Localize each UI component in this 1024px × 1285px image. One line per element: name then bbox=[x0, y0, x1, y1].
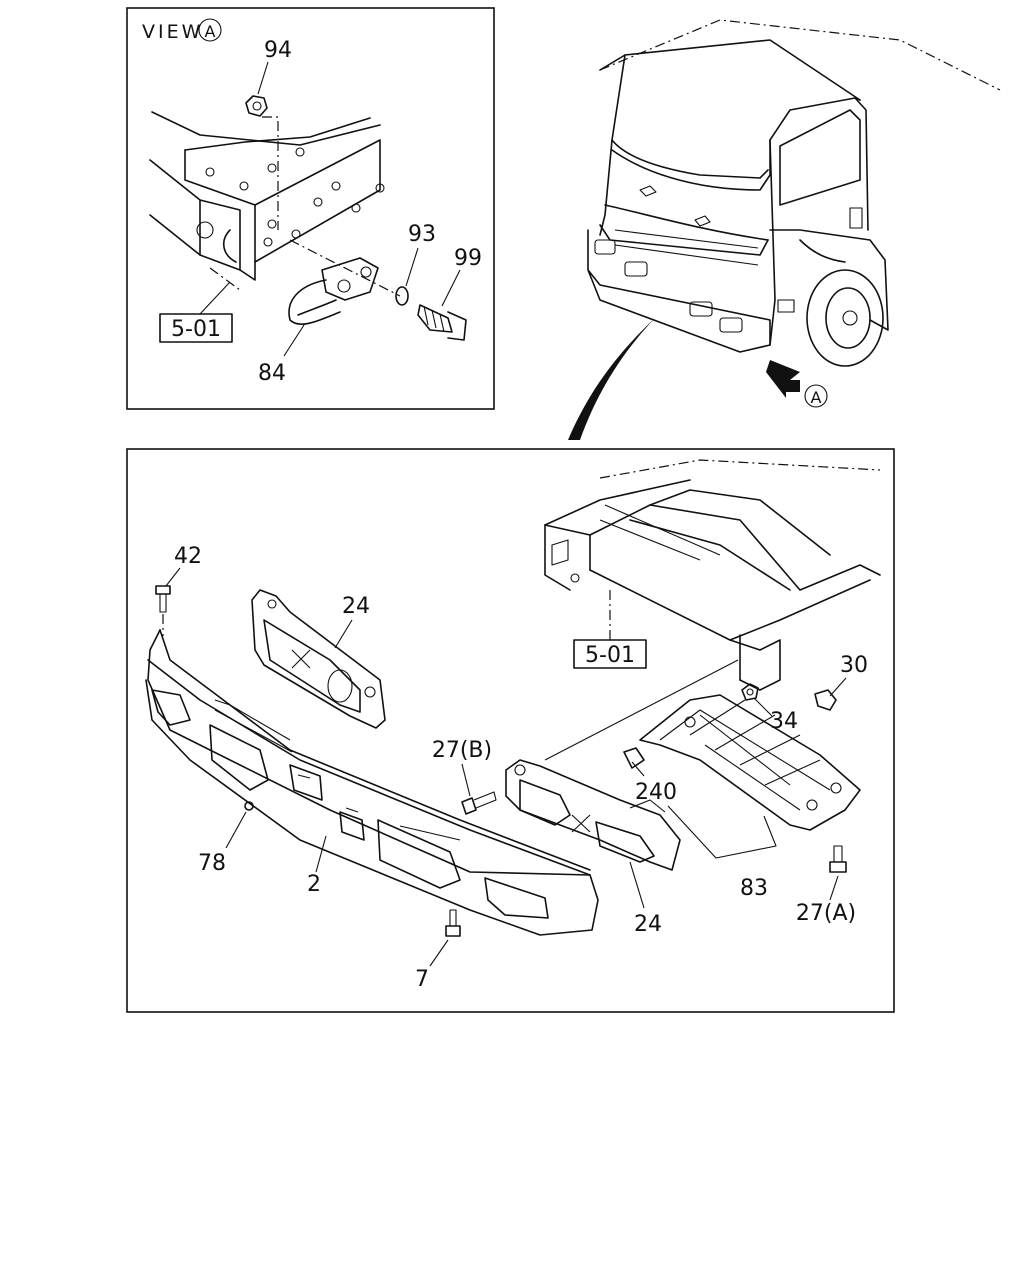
callout-24-upper: 24 bbox=[342, 594, 370, 619]
callout-240: 240 bbox=[635, 780, 677, 805]
view-arrow-icon bbox=[766, 360, 800, 398]
callout-27b: 27(B) bbox=[432, 738, 492, 763]
leader-24-lower bbox=[629, 861, 645, 909]
callout-30: 30 bbox=[840, 653, 868, 678]
bracket-to-frame-line bbox=[544, 659, 739, 761]
leader-83 bbox=[667, 805, 777, 859]
callout-78: 78 bbox=[198, 851, 226, 876]
leader-240 bbox=[631, 761, 645, 777]
view-marker-letter: A bbox=[205, 22, 216, 41]
leader-27a bbox=[829, 875, 839, 901]
arrow-marker-letter: A bbox=[811, 388, 822, 407]
leader-94 bbox=[257, 61, 269, 95]
callout-84: 84 bbox=[258, 361, 286, 386]
callout-83: 83 bbox=[740, 876, 768, 901]
tow-hook-drawing bbox=[288, 239, 401, 325]
callout-99: 99 bbox=[454, 246, 482, 271]
callout-2: 2 bbox=[307, 872, 321, 897]
under-cover-83 bbox=[623, 694, 861, 831]
nut-94-drawing bbox=[245, 95, 279, 230]
arrow-marker-circle bbox=[804, 384, 828, 408]
screw-7 bbox=[445, 909, 461, 937]
view-link-arrow bbox=[568, 318, 655, 440]
callout-42: 42 bbox=[174, 544, 202, 569]
leader-84 bbox=[283, 324, 305, 357]
callout-7: 7 bbox=[415, 967, 429, 992]
bolt-27a bbox=[829, 845, 847, 873]
callout-94: 94 bbox=[264, 38, 292, 63]
clip-30 bbox=[814, 689, 837, 711]
bolt-27b bbox=[461, 791, 497, 815]
view-label: VIEW bbox=[142, 21, 203, 43]
view-a-panel: VIEW A bbox=[126, 7, 495, 410]
view-a-frame bbox=[126, 7, 495, 410]
lower-bracket-24 bbox=[505, 759, 681, 871]
callout-93: 93 bbox=[408, 222, 436, 247]
main-frame bbox=[126, 448, 895, 1013]
leader-frame-ref-top bbox=[199, 281, 231, 315]
leader-42 bbox=[165, 567, 181, 587]
leader-78 bbox=[225, 811, 247, 849]
frame-ref-box-bottom bbox=[573, 639, 647, 669]
leader-2 bbox=[315, 835, 327, 873]
washer-bolt-drawing bbox=[395, 286, 467, 341]
frame-ref-top: 5-01 bbox=[171, 317, 221, 342]
leader-99 bbox=[441, 269, 461, 307]
callout-24-lower: 24 bbox=[634, 912, 662, 937]
nut-34 bbox=[741, 683, 759, 701]
bolt-42 bbox=[155, 585, 171, 636]
truck-cab-drawing: A bbox=[587, 19, 1001, 408]
leader-93 bbox=[405, 247, 419, 287]
frame-ref-bottom: 5-01 bbox=[585, 643, 635, 668]
callout-27a: 27(A) bbox=[796, 901, 856, 926]
upper-bracket-24 bbox=[251, 589, 386, 729]
main-exploded-panel: 5-01 42 24 30 34 27(B) 240 78 2 83 27(A)… bbox=[126, 448, 895, 1013]
view-marker-circle bbox=[198, 18, 222, 42]
frame-ref-box-top bbox=[159, 313, 233, 343]
frame-rail-drawing bbox=[149, 111, 385, 291]
leader-27b bbox=[461, 763, 471, 797]
leader-30 bbox=[829, 677, 847, 697]
leader-7 bbox=[429, 939, 449, 967]
chassis-frame-drawing bbox=[544, 459, 881, 691]
clip-78 bbox=[244, 801, 254, 811]
bumper-2-drawing bbox=[145, 629, 599, 936]
callout-34: 34 bbox=[770, 709, 798, 734]
leader-34 bbox=[753, 697, 773, 717]
leader-24-upper bbox=[334, 619, 353, 649]
